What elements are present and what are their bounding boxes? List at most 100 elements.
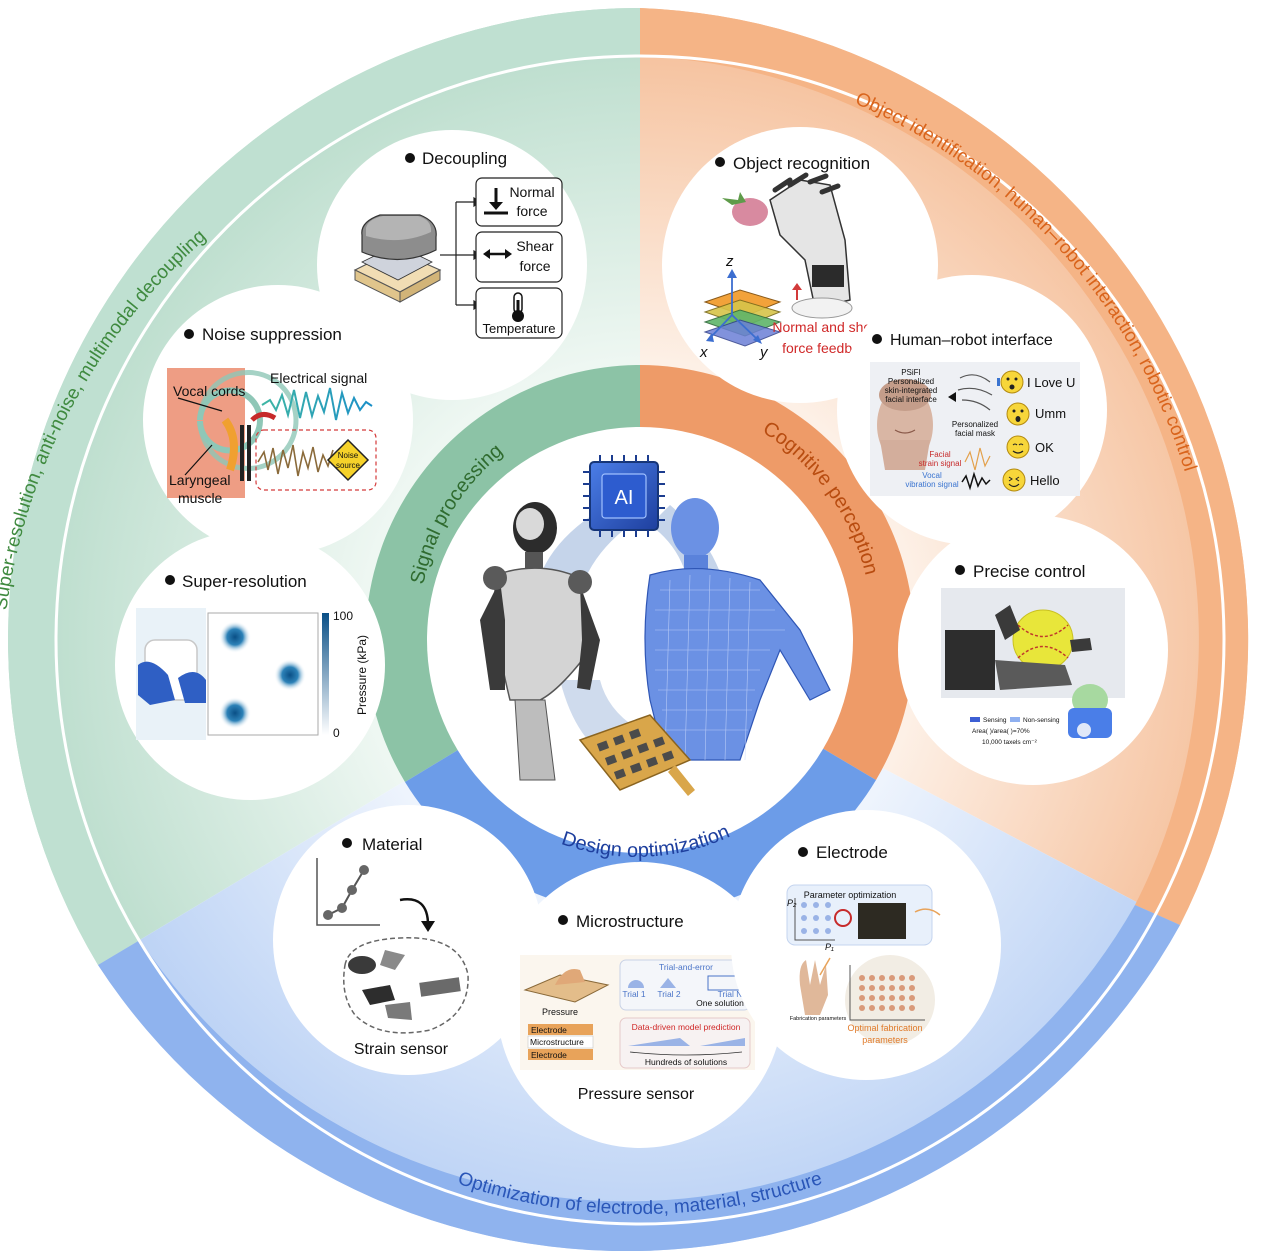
colorbar-label: Pressure (kPa) (355, 635, 369, 715)
outer-band-orange (640, 8, 1249, 925)
trial-1-label: Trial 1 (622, 989, 646, 999)
electrode-layer-top (528, 1024, 593, 1035)
panel-noise-suppression: Noise suppression Vocal cords Electrical… (143, 285, 413, 555)
material-cluster (343, 937, 469, 1034)
electronic-skin-patch (578, 714, 695, 796)
word-umm: Umm (1035, 406, 1066, 421)
strain-wave (964, 447, 991, 471)
data-driven-title: Data-driven model prediction (632, 1022, 741, 1032)
panel-human-robot-interface: Human–robot interface PSiFI Personalized… (837, 275, 1107, 545)
ai-chip-label: AI (615, 487, 634, 509)
facial-mask-wires (957, 374, 993, 411)
strawberry-icon (722, 192, 768, 226)
curved-arrow-icon (399, 898, 430, 926)
material-caption: Strain sensor (354, 1041, 449, 1058)
one-solution-label: One solution (696, 998, 744, 1008)
loop-arrow-icon (914, 908, 941, 916)
layer-electrode-top: Electrode (531, 1025, 567, 1035)
outer-ring-divider (54, 54, 1226, 1226)
noise-title: Noise suppression (202, 325, 342, 344)
decoupling-title: Decoupling (422, 149, 507, 168)
material-sample-4 (362, 985, 395, 1005)
trial-2-label: Trial 2 (657, 989, 681, 999)
p1-label: P₁ (825, 942, 834, 952)
vocal-cords-label: Vocal cords (173, 383, 245, 399)
outer-band-blue (98, 905, 1180, 1251)
hundreds-label: Hundreds of solutions (645, 1057, 727, 1067)
pressure-spot-3 (219, 697, 251, 729)
vocal-label-1: Vocal (922, 471, 942, 480)
human-wireframe (644, 498, 831, 761)
left-arrow-icon (948, 392, 956, 402)
robot-mascot (1068, 684, 1112, 739)
micro-title: Microstructure (576, 912, 684, 931)
legend-non-sensing-swatch (1010, 717, 1020, 722)
material-title: Material (362, 835, 422, 854)
legend-non-sensing: Non-sensing (1023, 717, 1060, 724)
ai-chip: AI (583, 455, 665, 537)
center-illustration: AI (480, 455, 831, 796)
finger-press (555, 969, 585, 985)
shear-label: Shear (516, 238, 554, 254)
face-illustration (877, 379, 933, 470)
hri-title: Human–robot interface (890, 332, 1053, 349)
mask-label-2: facial mask (955, 429, 996, 438)
feedback-label-1: Normal and shear (772, 319, 884, 335)
pressure-label: Pressure (542, 1007, 578, 1017)
axis-y-label: y (759, 344, 769, 361)
noise-source-label-2: source (336, 461, 361, 470)
solution-wedge-2 (700, 1038, 745, 1046)
legend-sensing-swatch (970, 717, 980, 722)
axes-icon (706, 269, 762, 344)
trial-1-shape (628, 980, 644, 988)
pressure-spot-1 (219, 621, 251, 653)
sensor-stack-illustration (353, 214, 442, 303)
pressure-spot-2 (274, 659, 306, 691)
noise-signal-wave (257, 444, 334, 477)
trial-n-label: Trial N (718, 989, 743, 999)
precise-title: Precise control (973, 562, 1085, 581)
noise-source-sign: Noise source (326, 438, 370, 482)
down-arrow-icon (484, 188, 508, 215)
hand-with-sensors (799, 960, 828, 1015)
strain-label-2: strain signal (919, 459, 962, 468)
object-title: Object recognition (733, 154, 870, 173)
param-axes (794, 898, 835, 941)
panel-electrode: Electrode Parameter optimization P₂ P₁ F… (731, 810, 1001, 1080)
panel-material: Material Strain sensor (273, 805, 543, 1075)
down-link-icon (819, 957, 831, 976)
emoji-hello-icon (1002, 468, 1026, 492)
legend-density: 10,000 taxels cm⁻² (982, 739, 1038, 746)
param-grid-points (801, 902, 831, 934)
electrode-sample-image (858, 903, 906, 939)
normal-force-label: force (516, 203, 547, 219)
optimal-label-2: parameters (862, 1035, 908, 1045)
panel-precise-control: Precise control Sensing Non-sensing Area… (898, 515, 1168, 785)
noise-source-label-1: Noise (338, 451, 359, 460)
emoji-umm-icon (1006, 402, 1030, 426)
material-sample-1 (348, 956, 376, 974)
shear-force-label: force (519, 258, 550, 274)
laryngeal-label: Laryngeal (169, 472, 231, 488)
shear-force-box (475, 231, 563, 283)
robot-hand (769, 172, 853, 319)
emoji-ok-icon (1006, 435, 1030, 459)
colorbar-max: 100 (333, 609, 353, 623)
target-icon (834, 909, 852, 927)
psifi-line-3: skin-integrated (885, 386, 937, 395)
robot-hand-ball (945, 605, 1092, 690)
psifi-label: PSiFI (901, 368, 921, 377)
legend-sensing: Sensing (983, 717, 1007, 724)
microstructure-layer (527, 1035, 594, 1049)
axis-z-label: z (725, 253, 734, 270)
psifi-line-2: Personalized (888, 377, 934, 386)
strain-label-1: Facial (929, 450, 951, 459)
double-arrow-icon (483, 249, 512, 259)
electrical-signal-wave (261, 387, 373, 421)
layer-electrode-bottom: Electrode (531, 1050, 567, 1060)
layer-microstructure: Microstructure (530, 1037, 584, 1047)
solution-wedge-1 (628, 1038, 690, 1046)
optimal-grid (859, 975, 915, 1011)
humanoid-robot (480, 502, 600, 781)
